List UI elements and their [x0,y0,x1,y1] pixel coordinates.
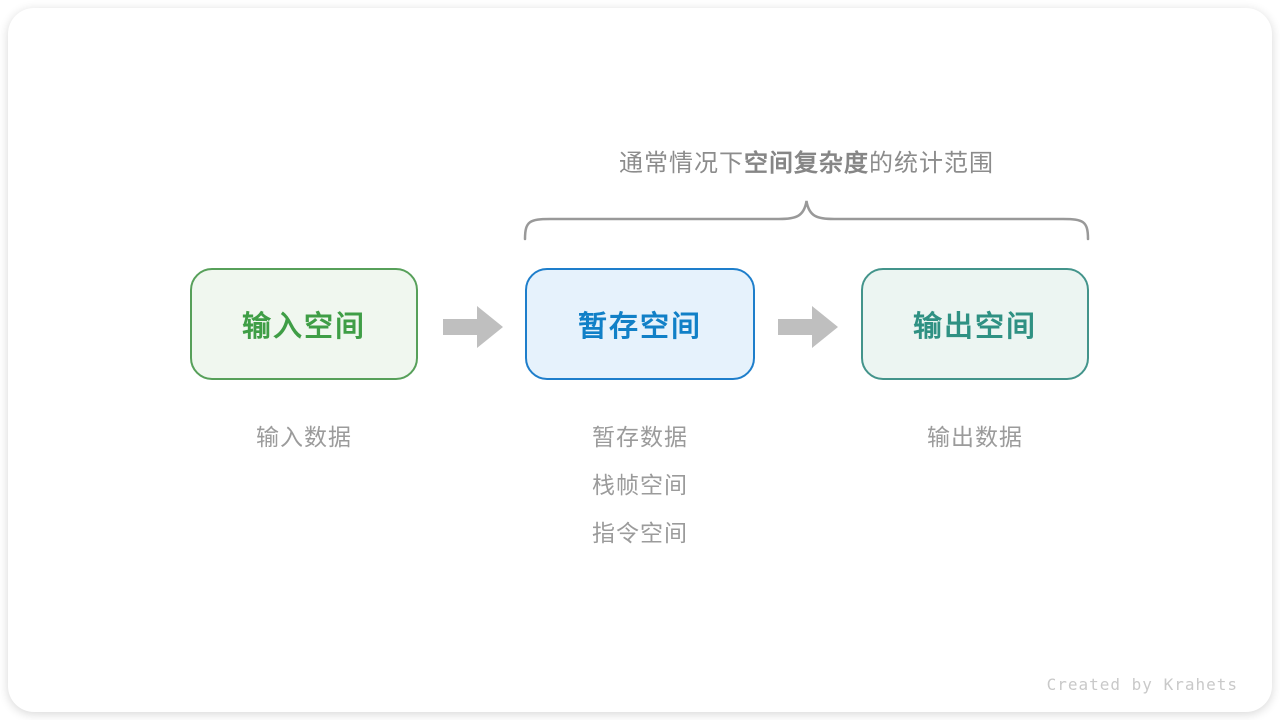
annotation-suffix: 的统计范围 [869,150,994,177]
arrow-right-icon [778,306,838,348]
arrow-right-icon [443,306,503,348]
sub-label-output-data: 输出数据 [927,424,1023,450]
watermark-credit: Created by Krahets [1046,675,1238,694]
annotation-title: 通常情况下空间复杂度的统计范围 [423,148,1190,180]
sub-label-temp-data: 暂存数据 [592,424,688,450]
annotation-bold-term: 空间复杂度 [744,150,869,177]
curly-brace-icon [523,200,1090,241]
sub-label-stack-frame-space: 栈帧空间 [592,472,688,498]
box-temp-space: 暂存空间 [525,268,755,380]
diagram-card: 通常情况下空间复杂度的统计范围 输入空间 暂存空间 输出空间 输入数据 暂存数据… [8,8,1272,712]
box-output-space-label: 输出空间 [912,311,1037,343]
annotation-prefix: 通常情况下 [619,150,744,177]
box-input-space: 输入空间 [190,268,418,380]
sub-label-input-data: 输入数据 [256,424,352,450]
box-output-space: 输出空间 [861,268,1089,380]
box-temp-space-label: 暂存空间 [577,311,702,343]
box-input-space-label: 输入空间 [241,311,366,343]
sub-label-instruction-space: 指令空间 [592,520,688,546]
